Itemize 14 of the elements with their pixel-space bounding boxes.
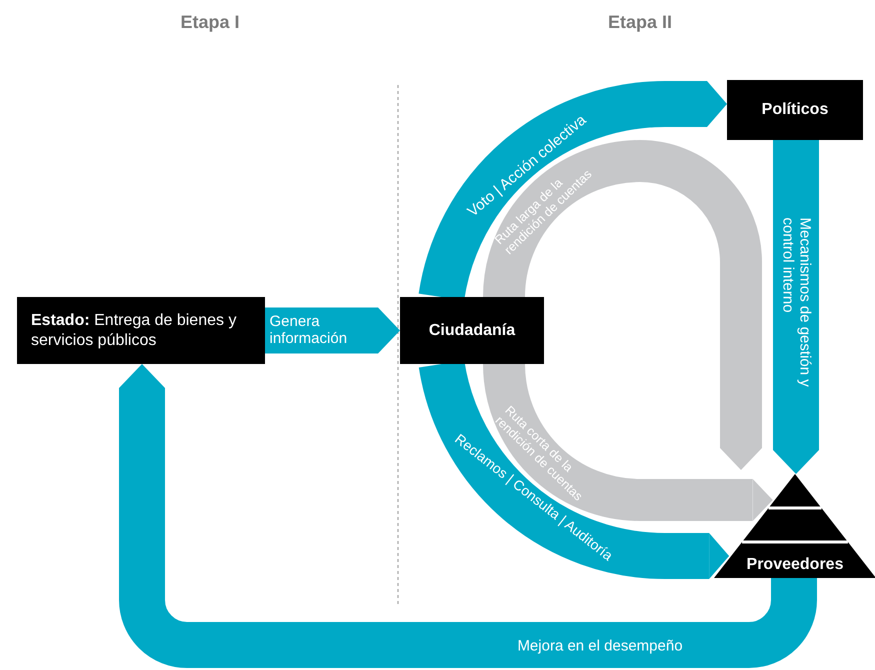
edge-label: Genera información	[270, 312, 348, 348]
ribbon-arrow	[773, 140, 819, 474]
edge-label: Mecanismos de gestión y control interno	[778, 218, 814, 389]
process-box: Políticos	[727, 80, 863, 140]
ribbon-arrow	[483, 362, 773, 521]
process-box: Ciudadanía	[400, 297, 544, 364]
edge-label: Mejora en el desempeño	[516, 637, 684, 655]
node-label: Proveedores	[746, 556, 844, 574]
ribbon-arrow	[483, 140, 762, 470]
stage-heading: Etapa I	[179, 12, 241, 33]
stage-heading: Etapa II	[606, 12, 674, 33]
process-box: Estado: Entrega de bienes y servicios públicos	[17, 297, 265, 364]
ribbon-arrow	[119, 364, 817, 668]
ribbon-arrow	[265, 308, 400, 354]
